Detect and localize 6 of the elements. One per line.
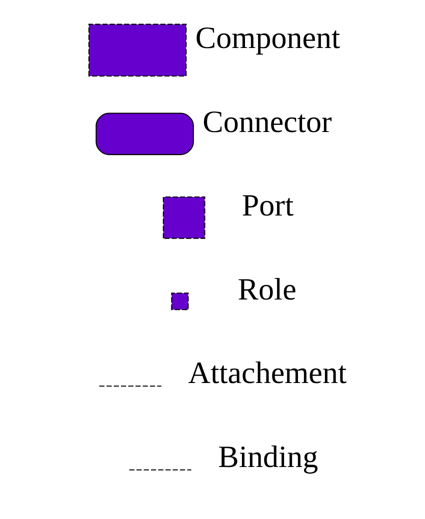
legend-label: Role (237, 271, 296, 306)
legend-label: Port (241, 188, 294, 223)
legend-label: Binding (218, 438, 318, 474)
legend-label: Attachement (188, 355, 346, 390)
legend-label: Component (194, 20, 340, 56)
legend-label: Connector (202, 104, 332, 139)
